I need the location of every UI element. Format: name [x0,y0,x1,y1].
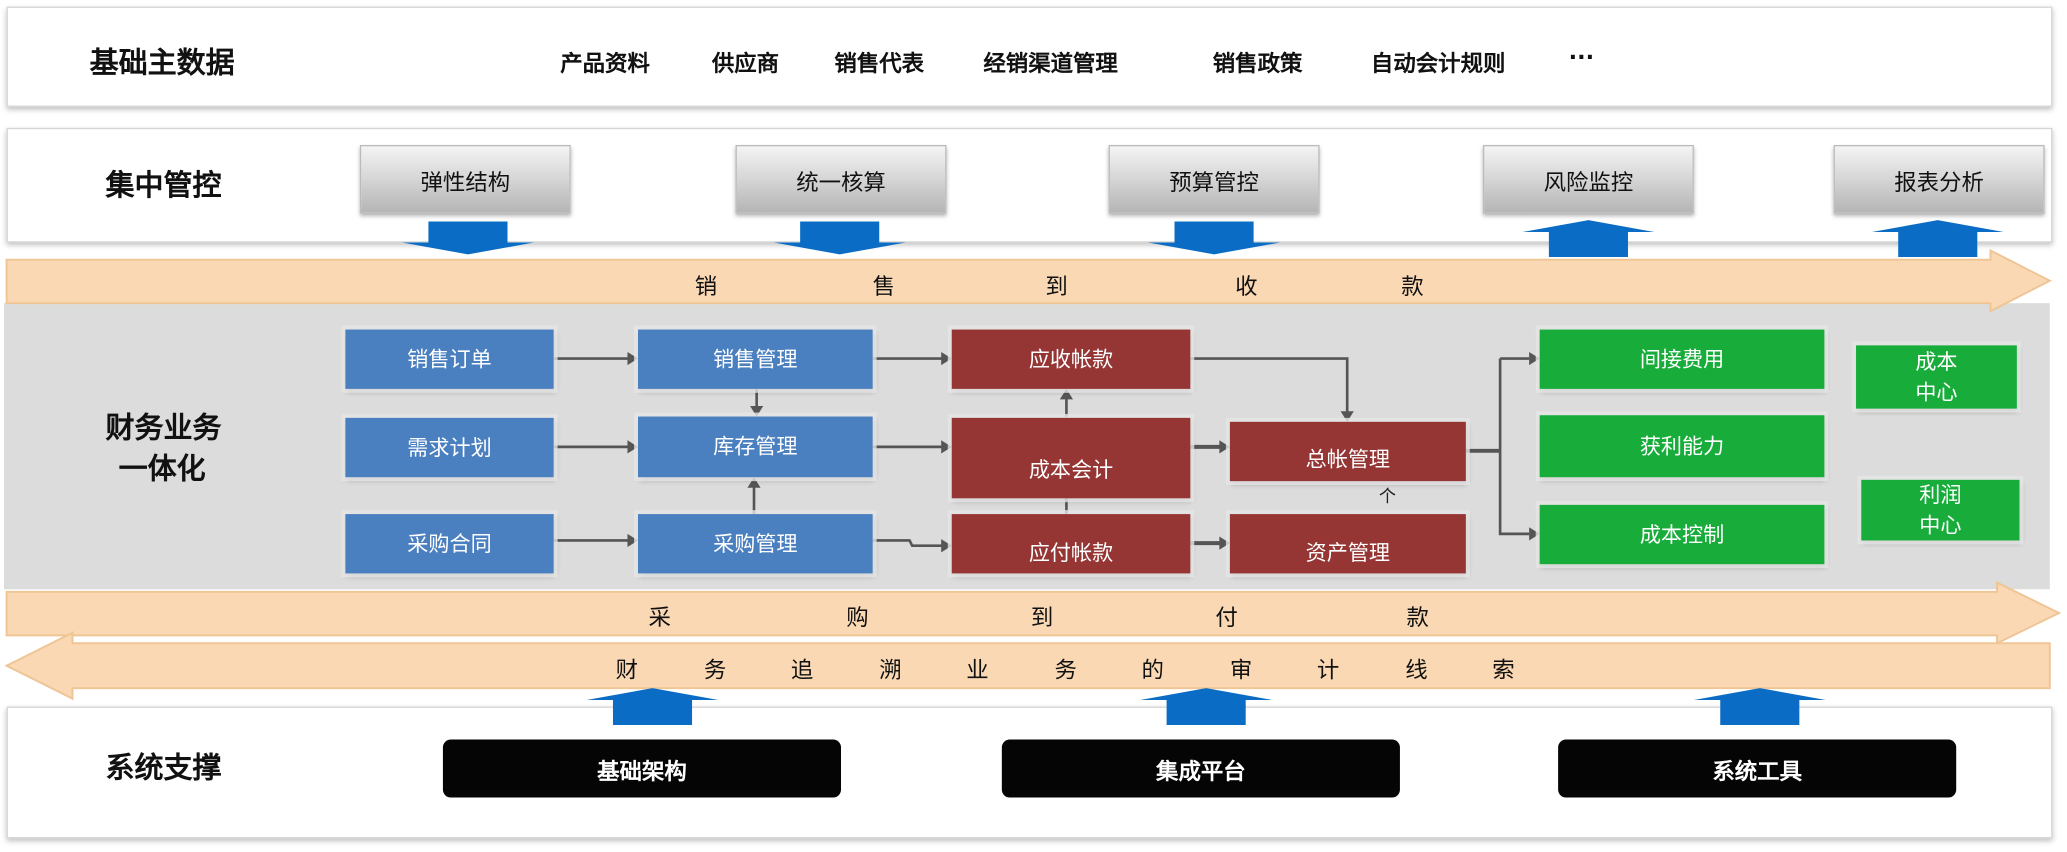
purchase-contract-box[interactable]: 采购合同 [345,514,554,574]
profit-center-line2: 中心 [1919,512,1962,538]
master-data-item: 销售代表 [834,51,925,78]
master-data-item: ··· [1568,44,1595,72]
audit-flow-char: 线 [1405,657,1428,685]
up-arrow-icon [1140,688,1273,726]
down-arrow-icon [773,221,906,255]
asset-management-box[interactable]: 资产管理 [1229,514,1466,574]
system-support-title: 系统支撑 [105,752,222,786]
up-arrow-icon [586,688,719,726]
sales-order-box[interactable]: 销售订单 [345,329,554,389]
audit-flow-char: 计 [1316,657,1340,685]
audit-flow-char: 务 [1054,657,1077,685]
down-arrow-icon [402,221,534,255]
purchase-flow-char: 款 [1406,605,1429,632]
purchase-flow-char: 付 [1215,605,1238,632]
budget-control-button[interactable]: 预算管控 [1108,145,1320,214]
risk-monitoring-button[interactable]: 风险监控 [1482,145,1694,214]
master-data-item: 供应商 [711,51,780,78]
audit-flow-char: 索 [1492,657,1515,685]
sales-flow-char: 销 [694,274,718,301]
master-data-band [6,6,2053,107]
central-control-title: 集中管控 [105,170,222,204]
sales-flow-char: 到 [1045,274,1068,301]
down-arrow-icon [1148,221,1280,255]
elastic-structure-button[interactable]: 弹性结构 [359,145,571,214]
inventory-management-box[interactable]: 库存管理 [638,416,873,478]
unified-accounting-button[interactable]: 统一核算 [735,145,947,214]
purchase-to-payment-arrow [5,581,2062,645]
sales-management-box[interactable]: 销售管理 [638,329,873,389]
accounts-payable-box[interactable]: 应付帐款 [951,514,1191,574]
purchase-management-box[interactable]: 采购管理 [638,514,873,574]
audit-flow-char: 审 [1229,657,1253,685]
indirect-cost-box[interactable]: 间接费用 [1539,329,1825,389]
cost-accounting-box[interactable]: 成本会计 [951,417,1191,499]
central-control-band [6,127,2053,243]
master-data-item: 产品资料 [560,51,650,78]
integration-platform-button[interactable]: 集成平台 [1001,739,1400,798]
audit-flow-char: 追 [790,657,814,685]
audit-trail-arrow [4,631,2051,701]
connectors [553,357,1530,548]
audit-flow-char: 务 [703,657,727,685]
infrastructure-button[interactable]: 基础架构 [442,739,842,798]
audit-flow-char: 业 [966,657,989,685]
purchase-flow-char: 采 [648,605,671,632]
cost-center-line1: 成本 [1915,349,1958,375]
cost-center-line2: 中心 [1915,379,1958,405]
master-data-item: 销售政策 [1212,51,1303,78]
profitability-box[interactable]: 获利能力 [1539,415,1825,478]
integration-title-line1: 财务业务 [105,412,222,446]
up-arrow-icon [1522,220,1655,258]
sales-flow-char: 款 [1401,274,1424,301]
profit-center-line1: 利润 [1919,482,1962,508]
master-data-item: 自动会计规则 [1370,51,1506,78]
master-data-title: 基础主数据 [89,47,235,81]
up-arrow-icon [1693,688,1826,726]
demand-plan-box[interactable]: 需求计划 [345,417,554,478]
general-ledger-box[interactable]: 总帐管理 [1229,421,1466,482]
master-data-item: 经销渠道管理 [983,51,1118,78]
cost-control-box[interactable]: 成本控制 [1539,504,1825,565]
up-arrow-icon [1871,220,2004,258]
cost-center-box[interactable]: 成本 中心 [1856,345,2017,409]
sales-to-receipt-arrow [5,248,2052,313]
system-tools-button[interactable]: 系统工具 [1558,739,1957,798]
sales-flow-char: 收 [1235,274,1258,301]
small-up-arrow-icon: 个 [1378,487,1396,508]
sales-flow-char: 售 [872,274,896,301]
purchase-flow-char: 购 [846,605,869,632]
audit-flow-char: 的 [1141,657,1164,685]
accounts-receivable-box[interactable]: 应收帐款 [951,329,1191,389]
integration-title-line2: 一体化 [118,453,206,487]
audit-flow-char: 溯 [879,657,902,685]
profit-center-box[interactable]: 利润 中心 [1861,479,2020,541]
purchase-flow-char: 到 [1030,605,1054,632]
report-analysis-button[interactable]: 报表分析 [1833,145,2045,214]
audit-flow-char: 财 [615,657,639,685]
